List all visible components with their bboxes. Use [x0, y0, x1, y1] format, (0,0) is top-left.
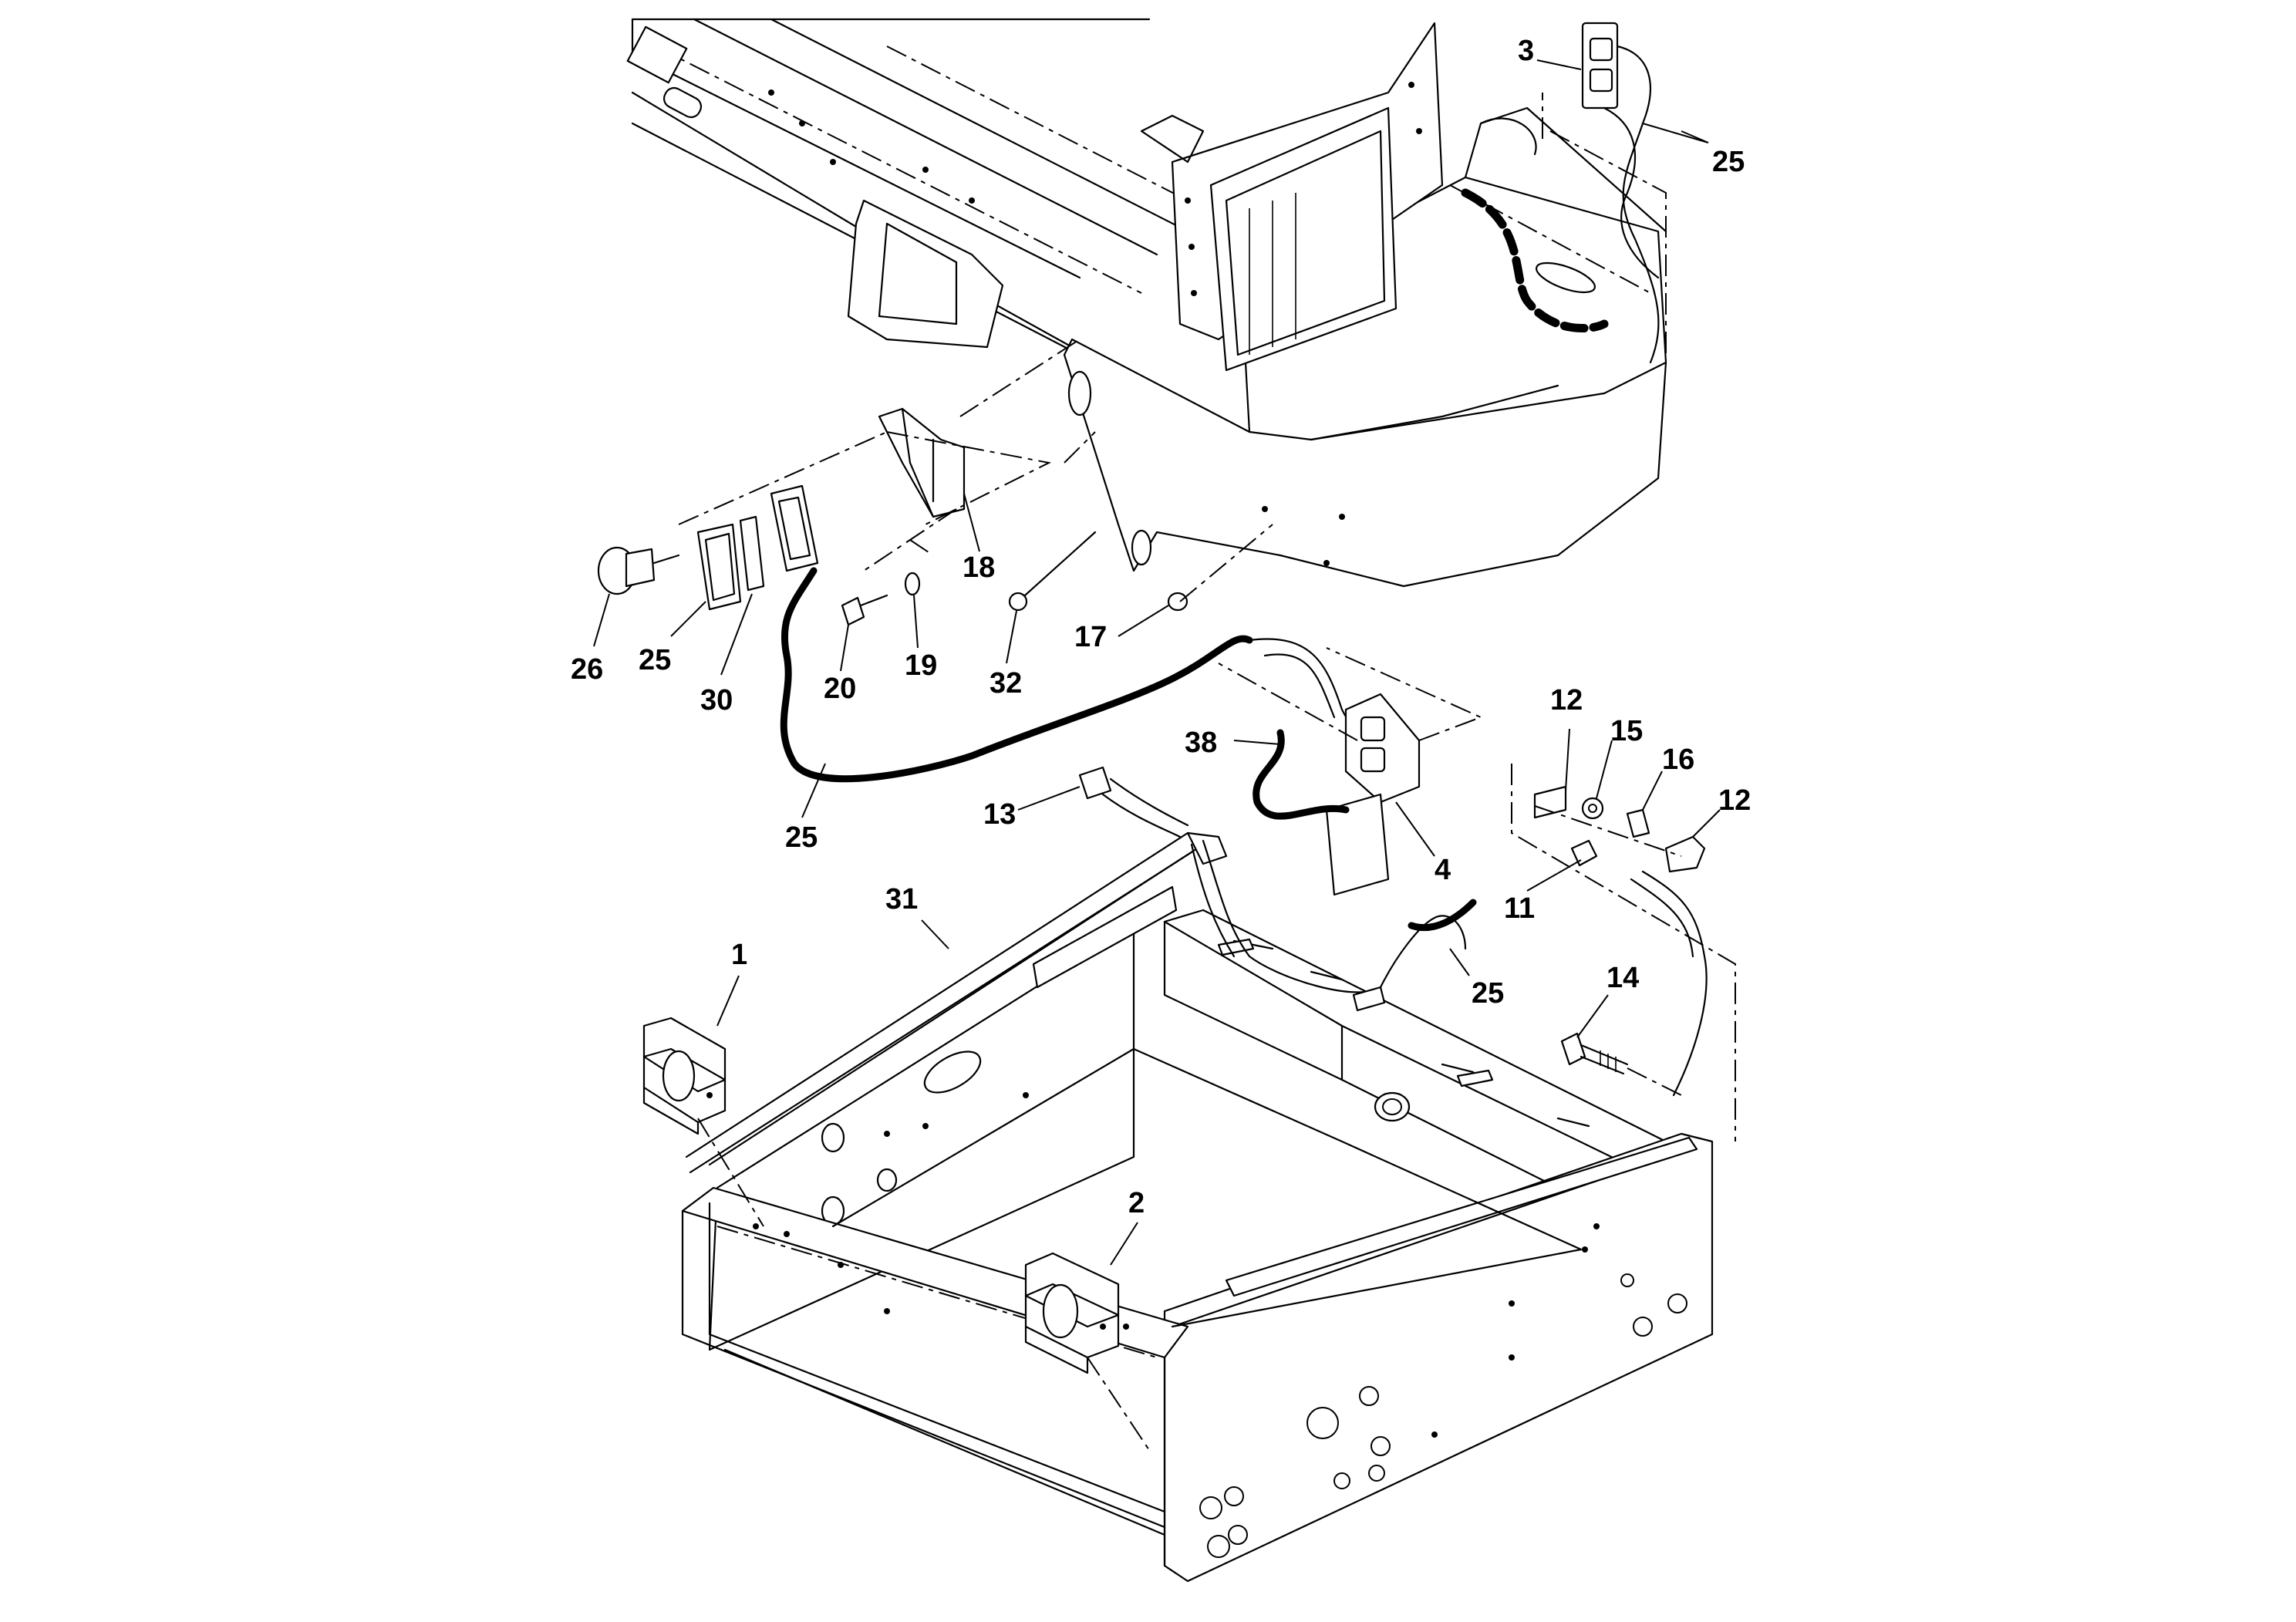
part-3-connector: [1542, 22, 1667, 370]
callout-11: 11: [1504, 892, 1535, 925]
left-exploded-parts: [597, 339, 1273, 626]
callout-12: 12: [1550, 684, 1583, 717]
callout-25: 25: [1712, 146, 1745, 178]
callout-3: 3: [1518, 35, 1534, 67]
right-small-parts: [1511, 764, 1736, 1141]
leader-lines: [593, 59, 1721, 1266]
callout-4: 4: [1435, 854, 1451, 886]
callout-16: 16: [1662, 744, 1694, 776]
callout-13: 13: [983, 798, 1016, 831]
base-frame-31: [681, 831, 1714, 1583]
callout-18: 18: [963, 551, 995, 584]
upper-frame: [626, 18, 1205, 356]
callout-1: 1: [731, 939, 747, 971]
callout-14: 14: [1607, 962, 1639, 994]
callout-12: 12: [1718, 784, 1751, 817]
callout-20: 20: [824, 673, 856, 705]
callout-15: 15: [1610, 715, 1643, 747]
part-2-lamp: [1024, 1252, 1150, 1451]
part-4-socket: [1218, 647, 1483, 896]
part-1-lamp: [642, 1017, 764, 1227]
callout-2: 2: [1128, 1187, 1145, 1219]
callout-25: 25: [785, 821, 818, 854]
callout-38: 38: [1185, 727, 1217, 759]
seat-console-box: [1063, 22, 1667, 588]
part-13-connector: [1078, 766, 1189, 838]
callout-31: 31: [885, 883, 918, 916]
callout-30: 30: [700, 684, 733, 717]
callout-25: 25: [1472, 977, 1504, 1010]
callout-25: 25: [639, 644, 671, 676]
callout-labels: 3 25 18 26 25 30 20 19 32 17 38 25 13 4 …: [571, 35, 1751, 1219]
callout-17: 17: [1074, 621, 1107, 653]
callout-32: 32: [990, 667, 1022, 700]
callout-26: 26: [571, 653, 603, 686]
callout-19: 19: [905, 649, 937, 682]
